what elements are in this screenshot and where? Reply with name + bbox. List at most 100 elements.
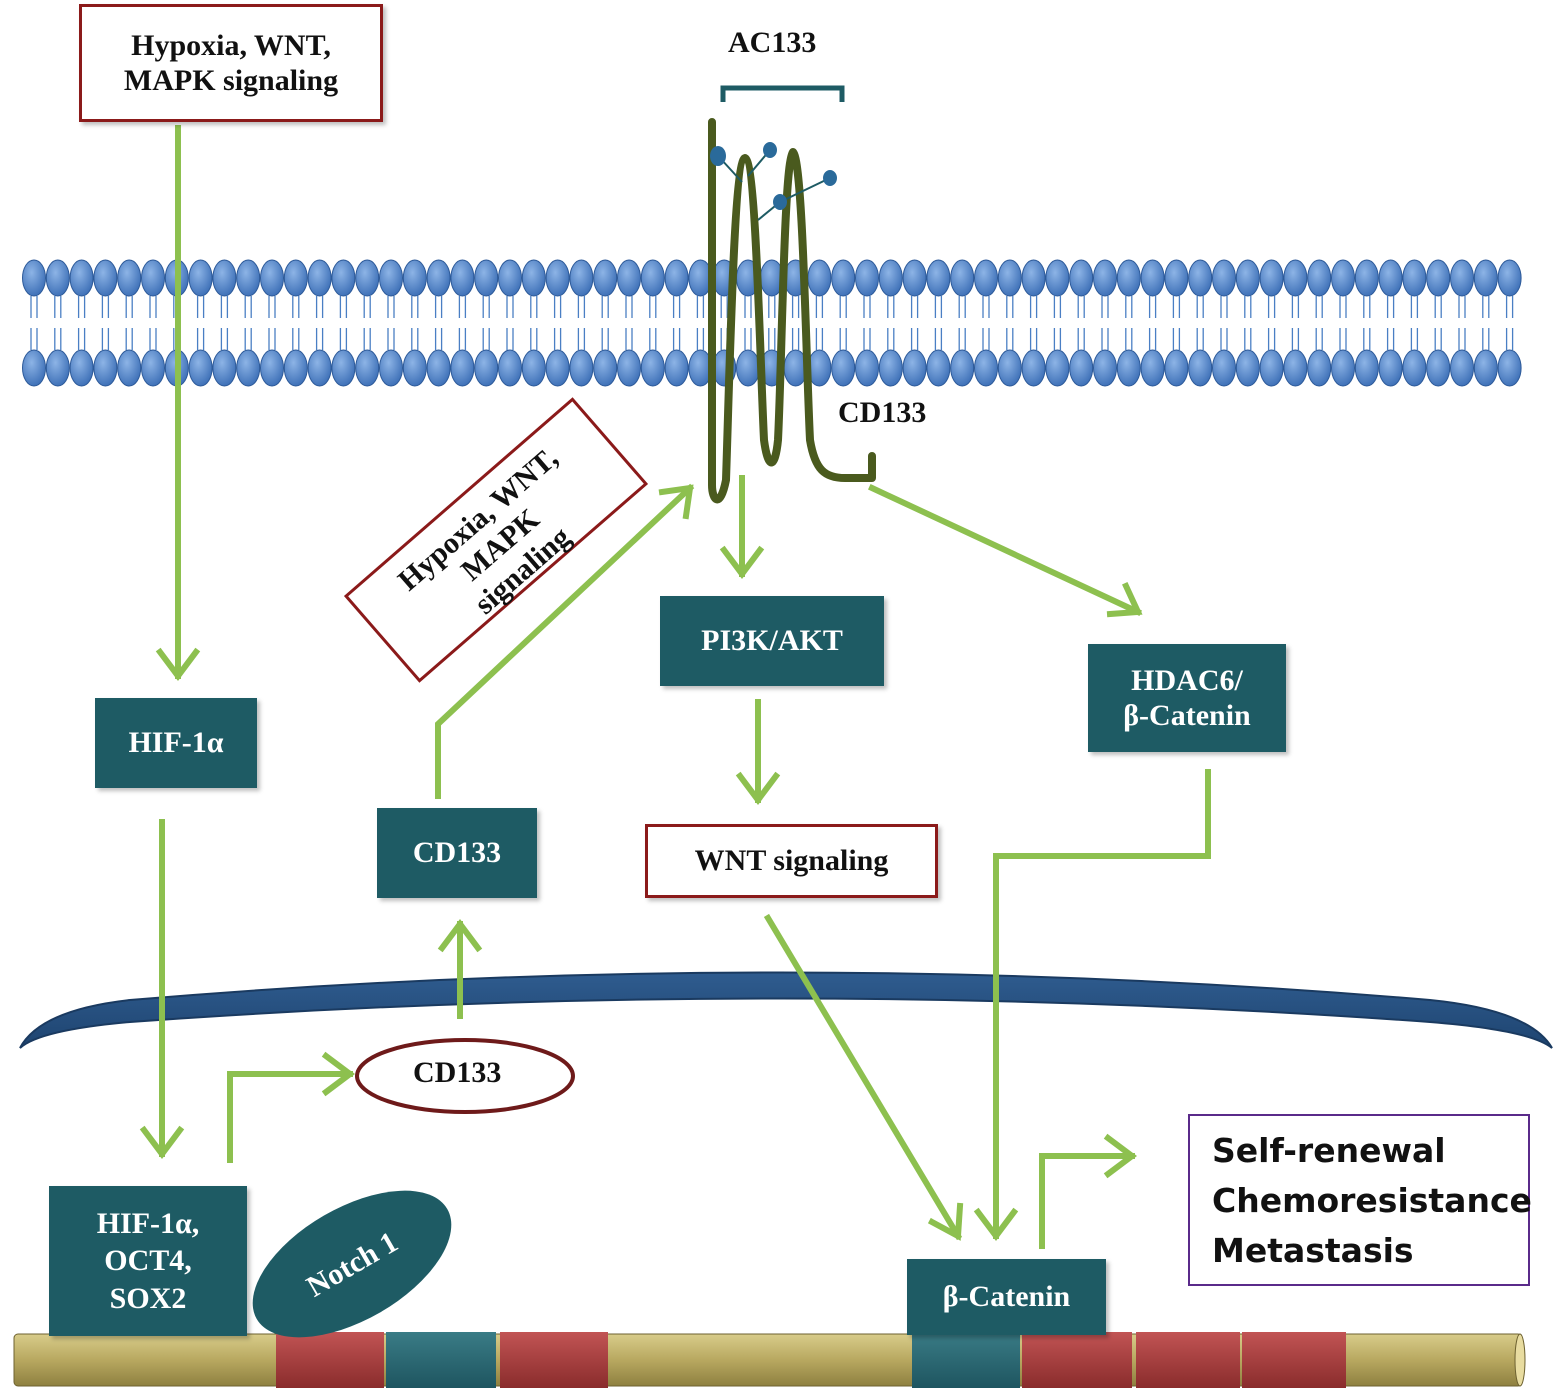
lipid-head	[1116, 349, 1141, 387]
lipid-head	[93, 259, 118, 297]
lipid-head	[521, 349, 546, 387]
lipid-head	[188, 259, 213, 297]
lipid-head	[1212, 349, 1236, 387]
lipid-head	[450, 349, 475, 387]
wnt-signaling-box: WNT signaling	[645, 824, 938, 898]
lipid-head	[1259, 349, 1284, 387]
rotated-signal-box: Hypoxia, WNT, MAPK signaling	[343, 397, 649, 683]
lipid-head	[307, 349, 332, 387]
lipid-head	[1021, 259, 1046, 297]
lipid-head	[878, 259, 903, 297]
lipid-head	[260, 349, 284, 387]
lipid-head	[569, 259, 594, 297]
lipid-head	[1093, 259, 1117, 297]
lipid-head	[331, 259, 356, 297]
lipid-head	[236, 259, 261, 297]
lipid-head	[950, 349, 975, 387]
top-signal-box: Hypoxia, WNT, MAPK signaling	[79, 4, 383, 122]
lipid-head	[902, 349, 927, 387]
lipid-head	[1283, 349, 1308, 387]
lipid-head	[831, 259, 856, 297]
hif1a-box: HIF-1α	[95, 698, 257, 788]
lipid-head	[1116, 259, 1141, 297]
lipid-head	[331, 349, 356, 387]
lipid-head	[1402, 259, 1427, 297]
dna-gene-segment	[1242, 1332, 1346, 1388]
lipid-head	[22, 349, 46, 387]
beta-catenin-box: β-Catenin	[907, 1259, 1106, 1335]
arrow-beta-catenin-to-outcomes	[1039, 1153, 1135, 1249]
lipid-head	[664, 349, 689, 387]
lipid-head	[664, 259, 689, 297]
lipid-head	[950, 259, 975, 297]
lipid-head	[141, 259, 165, 297]
lipid-head	[593, 259, 618, 297]
lipid-head	[45, 349, 70, 387]
lipid-head	[236, 349, 261, 387]
lipid-head	[1164, 349, 1189, 387]
glycosylation-sites	[710, 142, 837, 221]
lipid-head	[617, 259, 641, 297]
lipid-head	[117, 259, 142, 297]
lipid-head	[1235, 349, 1260, 387]
lipid-head	[521, 259, 546, 297]
lipid-head	[1069, 349, 1094, 387]
hdac6-box: HDAC6/ β-Catenin	[1088, 644, 1286, 752]
lipid-head	[283, 349, 308, 387]
lipid-head	[1021, 349, 1046, 387]
lipid-head	[1402, 349, 1427, 387]
lipid-head	[736, 349, 760, 387]
lipid-head	[545, 259, 570, 297]
lipid-head	[1497, 349, 1522, 387]
lipid-head	[1378, 259, 1403, 297]
arrowhead	[658, 484, 694, 520]
arrowhead	[1106, 582, 1143, 618]
hdac6-line2: β-Catenin	[1123, 699, 1251, 732]
dna-gene-segment	[912, 1332, 1020, 1388]
lipid-head	[1473, 349, 1498, 387]
lipid-head	[212, 259, 237, 297]
lipid-head	[1235, 259, 1260, 297]
lipid-head	[926, 349, 951, 387]
arrow-hdac6-to-beta-catenin	[993, 769, 1211, 1239]
lipid-head	[926, 259, 951, 297]
arrowhead	[1103, 1133, 1137, 1179]
arrowhead	[437, 919, 483, 953]
lipid-head	[1331, 349, 1355, 387]
lipid-head	[1069, 259, 1094, 297]
lipid-head	[1378, 349, 1403, 387]
tf-line1: HIF-1α,	[96, 1206, 200, 1240]
dna-gene-segment	[386, 1332, 496, 1388]
lipid-head	[426, 349, 451, 387]
lipid-head	[188, 349, 213, 387]
arrowhead	[927, 1202, 964, 1241]
cd133-box: CD133	[377, 808, 537, 898]
dna-gene-segment	[1022, 1332, 1132, 1388]
lipid-head	[1426, 259, 1451, 297]
lipid-head	[1497, 259, 1522, 297]
lipid-head	[593, 349, 618, 387]
cd133-oval-outline	[355, 1038, 575, 1114]
tf-line2: OCT4,	[104, 1244, 192, 1278]
lipid-head	[260, 259, 284, 297]
lipid-head	[1259, 259, 1284, 297]
ac133-bracket	[720, 85, 845, 102]
lipid-head	[45, 259, 70, 297]
pi3k-akt-box: PI3K/AKT	[660, 596, 884, 686]
lipid-head	[474, 349, 499, 387]
arrow-tf-to-cd133-gene	[227, 1071, 353, 1163]
lipid-head	[1140, 349, 1165, 387]
lipid-head	[1354, 349, 1379, 387]
lipid-head	[498, 259, 522, 297]
nuclear-envelope	[19, 971, 1553, 1049]
arrowhead	[321, 1051, 355, 1097]
lipid-head	[617, 349, 641, 387]
lipid-head	[831, 349, 856, 387]
lipid-head	[1450, 349, 1474, 387]
ac133-label: AC133	[728, 26, 817, 59]
dna-gene-segment	[500, 1332, 608, 1388]
arrowhead	[719, 545, 765, 579]
lipid-head	[569, 349, 594, 387]
